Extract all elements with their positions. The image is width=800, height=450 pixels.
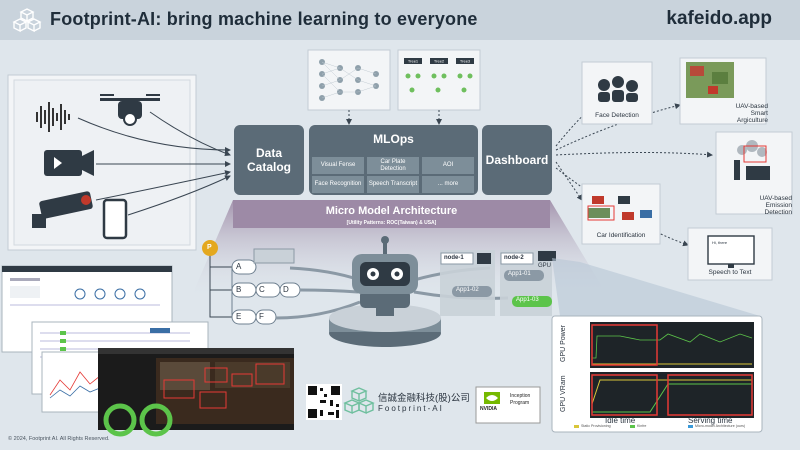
output-speech-to-text: Speech to Text	[708, 269, 752, 276]
logo-cubes-icon	[12, 8, 42, 33]
page-title: Footprint-AI: bring machine learning to …	[50, 9, 478, 29]
nvidia-label: NVIDIA	[480, 406, 497, 412]
legend-static: Static Provisioning	[581, 424, 611, 428]
node-1-label: node-1	[444, 255, 464, 261]
cars-icon	[588, 196, 652, 220]
qr-code	[306, 384, 342, 420]
company-name-cn: 信誠金融科技(股)公司	[378, 393, 470, 404]
p-badge-label: P	[207, 244, 212, 251]
node-2-label: node-2	[504, 255, 524, 261]
task-car-plate[interactable]: Car Plate Detection	[367, 157, 419, 174]
idle-time-label: Idle time	[605, 416, 636, 425]
data-catalog-line1: Data	[255, 146, 282, 160]
tree1-label: Tree1	[408, 59, 419, 64]
micro-model-bar	[233, 200, 550, 228]
task-speech-transcript[interactable]: Speech Transcript	[367, 176, 419, 193]
company-logo-icon	[343, 387, 375, 415]
legend-kinfre: Kinfre	[637, 424, 647, 428]
cctv-camera-icon	[32, 191, 93, 228]
app-1-01[interactable]: App1-01	[508, 271, 531, 277]
app-1-02[interactable]: App1-02	[456, 287, 479, 293]
inception-label: Inception	[510, 393, 531, 399]
graph-node-a[interactable]: A	[236, 262, 242, 271]
video-camera-icon	[44, 150, 94, 176]
app-1-03[interactable]: App1-03	[516, 297, 539, 303]
graph-node-c[interactable]: C	[259, 285, 265, 294]
output-smart-agriculture: UAV-based Smart Argiculture	[735, 103, 768, 124]
micro-model-title: Micro Model Architecture	[325, 205, 458, 217]
neural-network-thumb	[307, 49, 391, 111]
tree3-label: Tree3	[460, 59, 471, 64]
gpu-label: GPU	[538, 263, 552, 269]
output-face-detection: Face Detection	[595, 112, 639, 119]
data-catalog-line2: Catalog	[246, 160, 291, 174]
robot-mascot	[329, 236, 441, 347]
gpu-power-axis: GPU Power	[560, 325, 567, 362]
company-name-en: Footprint-AI	[378, 404, 444, 413]
site-link[interactable]: kafeido.app	[666, 8, 772, 29]
graph-node-f[interactable]: F	[259, 312, 264, 321]
audio-waveform-icon	[36, 102, 70, 132]
copyright: © 2024, Footprint AI. All Rights Reserve…	[8, 436, 110, 442]
task-visual-fense[interactable]: Visual Fense	[312, 157, 364, 174]
graph-node-d[interactable]: D	[283, 285, 289, 294]
drone-icon	[100, 94, 160, 126]
micro-model-subtitle: [Utility Patterns: ROC(Taiwan) & USA]	[346, 220, 437, 226]
speech-ui-text: Hi, there	[712, 240, 728, 245]
legend-micro-model: Micro-model Architecture (ours)	[695, 424, 746, 428]
task-aoi[interactable]: AOI	[422, 157, 474, 174]
task-face-recognition[interactable]: Face Recognition	[312, 176, 364, 193]
dashboard-box[interactable]: Dashboard	[482, 125, 552, 195]
tree2-label: Tree2	[434, 59, 445, 64]
task-more[interactable]: ... more	[422, 176, 474, 193]
header-bar	[0, 0, 800, 40]
faces-icon	[598, 76, 638, 102]
gpu-vram-axis: GPU VRam	[560, 375, 567, 412]
graph-node-e[interactable]: E	[236, 312, 242, 321]
program-label: Program	[510, 400, 530, 406]
output-car-identification: Car Identification	[596, 232, 646, 239]
graph-node-b[interactable]: B	[236, 285, 242, 294]
p-badge	[202, 240, 218, 256]
output-emission-detection: UAV-based Emission Detection	[759, 195, 792, 216]
serving-time-label: Serving time	[688, 416, 733, 425]
smartphone-icon	[102, 198, 128, 240]
mlops-header[interactable]: MLOps	[309, 125, 478, 153]
